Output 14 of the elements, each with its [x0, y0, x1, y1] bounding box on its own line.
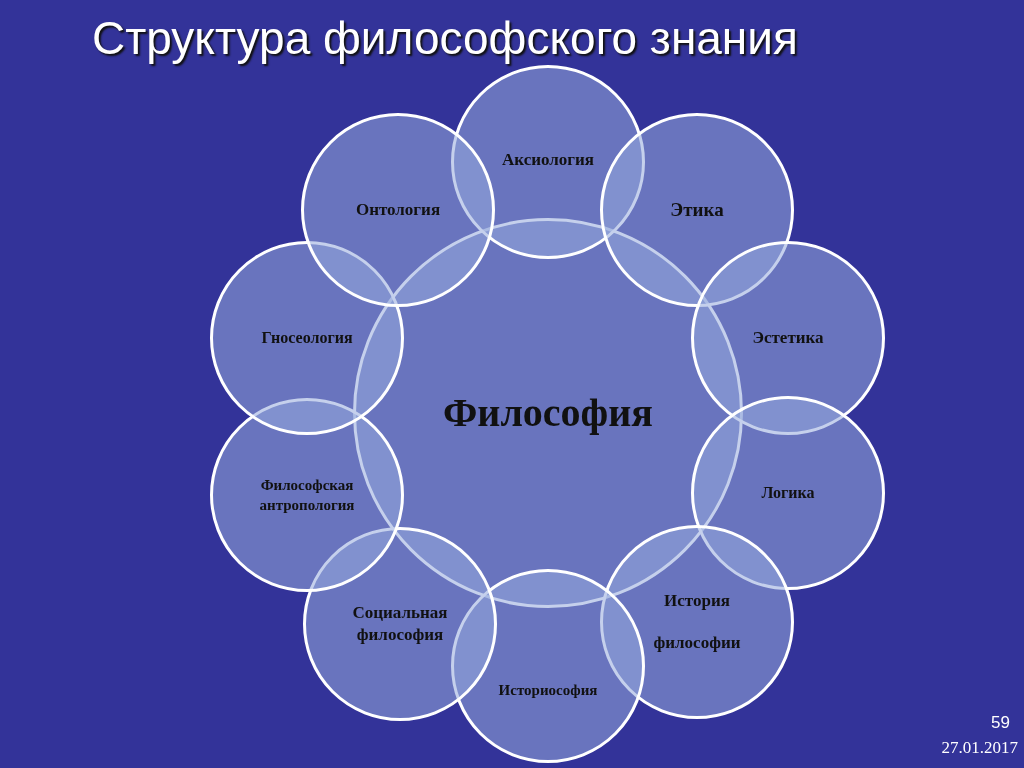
- date: 27.01.2017: [941, 737, 1018, 759]
- title: Структура философского знания: [92, 11, 798, 66]
- slide-number: 59: [991, 712, 1010, 734]
- circle-label: Эстетика: [751, 327, 825, 350]
- circle-label: Философская антропология: [258, 476, 356, 515]
- circle-label: Онтология: [354, 199, 442, 222]
- circle-label: Социальная философия: [351, 602, 449, 646]
- circle-label: История философии: [652, 590, 742, 654]
- circle-label: Философия: [442, 389, 654, 437]
- circle-label: Логика: [760, 483, 816, 503]
- circle-label: Гносеология: [260, 328, 354, 348]
- circle-label: Историософия: [497, 680, 599, 700]
- circle-label: Этика: [669, 197, 725, 222]
- circle-label: Аксиология: [501, 149, 595, 172]
